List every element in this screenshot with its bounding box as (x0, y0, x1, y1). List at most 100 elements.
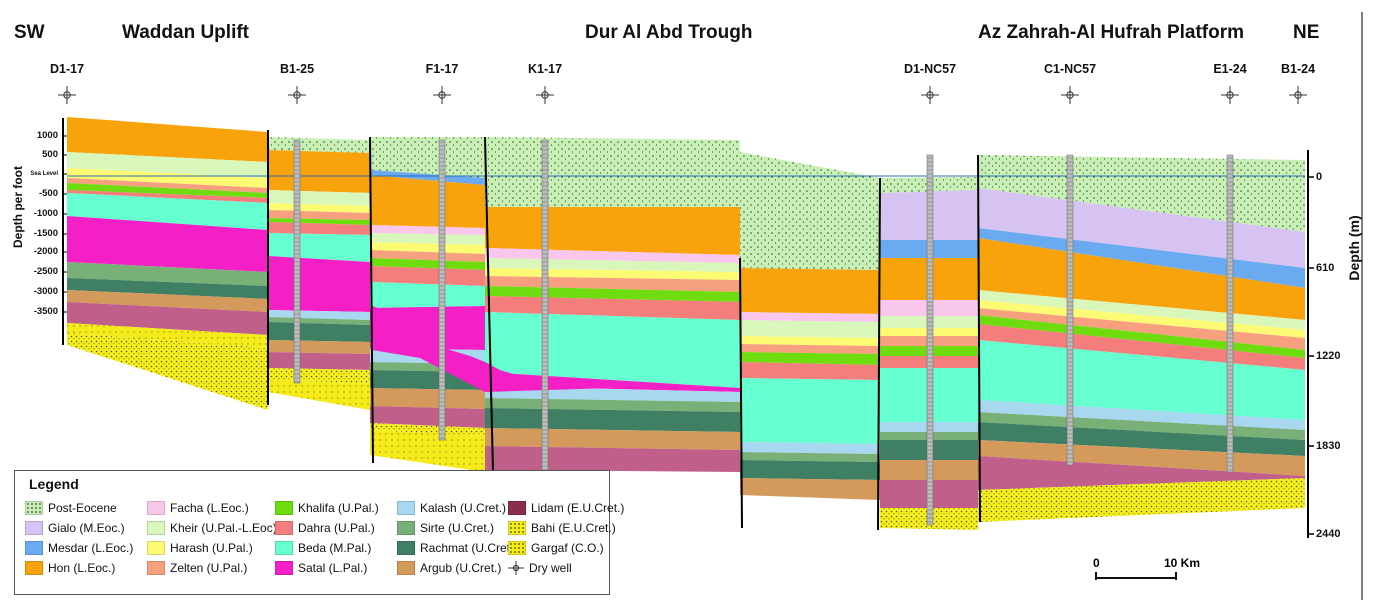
layer-dahra (370, 266, 485, 286)
legend-swatch (25, 561, 43, 575)
layer-kalash (268, 310, 370, 320)
legend-swatch (397, 541, 415, 555)
layer-zelten (740, 344, 880, 354)
block-trough (740, 152, 880, 500)
legend-swatch (397, 501, 415, 515)
legend-label: Hon (L.Eoc.) (48, 561, 116, 575)
well-label-d1-nc57: D1-NC57 (903, 62, 957, 76)
well-label-b1-24: B1-24 (1280, 62, 1316, 76)
layer-beda (978, 340, 1305, 420)
dry-well-icon (58, 86, 76, 104)
layer-lidam (268, 352, 370, 370)
layer-dahra (740, 362, 880, 380)
layer-argub (485, 428, 740, 450)
waddan-uplift-title: Waddan Uplift (122, 22, 249, 43)
layer-harash (67, 168, 268, 188)
layer-rachmat (978, 422, 1305, 456)
layer-beda (740, 378, 880, 444)
fault-line (484, 136, 494, 473)
legend-label: Rachmat (U.Cret.) (420, 541, 518, 555)
legend-swatch (25, 521, 43, 535)
layer-harash (740, 336, 880, 346)
layer-postEocene (370, 137, 485, 178)
legend-item: Harash (U.Pal.) (147, 541, 253, 555)
fault-line (369, 136, 374, 464)
layer-kheir (67, 152, 268, 178)
well-label-b1-25: B1-25 (279, 62, 315, 76)
layer-argub (268, 340, 370, 354)
layer-zelten (67, 178, 268, 193)
legend-label: Facha (L.Eoc.) (170, 501, 249, 515)
layer-argub (67, 290, 268, 312)
legend-label: Satal (L.Pal.) (298, 561, 368, 575)
legend-label: Beda (M.Pal.) (298, 541, 372, 555)
layer-bahi (67, 333, 268, 410)
legend-swatch (275, 541, 293, 555)
legend-item: Argub (U.Cret.) (397, 561, 501, 575)
wellbore (541, 139, 549, 471)
legend-label: Gargaf (C.O.) (531, 541, 604, 555)
legend-label: Zelten (U.Pal.) (170, 561, 248, 575)
layer-mesdar (978, 228, 1305, 288)
layer-argub (370, 388, 485, 409)
layer-kheir (370, 233, 485, 245)
left-axis-tick-label: -3000 (33, 286, 58, 297)
layer-beda (268, 233, 370, 262)
left-axis-tick-label: -1000 (33, 208, 58, 219)
left-axis-tick-label: Sea Level (30, 171, 58, 177)
layer-mesdar (370, 170, 485, 185)
legend-swatch (25, 541, 43, 555)
wellbore (293, 139, 301, 384)
fault-line (977, 154, 981, 523)
dry-well-icon (1221, 86, 1239, 104)
az-zahrah-platform-title: Az Zahrah-Al Hufrah Platform (978, 22, 1245, 43)
legend-label: Kheir (U.Pal.-L.Eoc) (170, 521, 277, 535)
dry-well-icon (288, 86, 306, 104)
layer-bahi (978, 478, 1305, 522)
right-axis-tick-label: 1220 (1316, 350, 1341, 362)
legend-item: Dry well (508, 561, 572, 575)
layer-lidam (485, 446, 740, 472)
legend-swatch (275, 561, 293, 575)
layer-rachmat (740, 460, 880, 480)
layer-satal (67, 216, 268, 272)
legend-item: Sirte (U.Cret.) (397, 521, 494, 535)
left-axis-tick-label: 1000 (36, 130, 58, 141)
dry-well-icon (1061, 86, 1079, 104)
layer-zelten (978, 308, 1305, 350)
layer-lidam (978, 456, 1305, 490)
legend-item: Zelten (U.Pal.) (147, 561, 247, 575)
layer-hon (67, 117, 268, 162)
dry-well-icon (1289, 86, 1307, 104)
dry-well-icon (508, 561, 524, 575)
legend-label: Harash (U.Pal.) (170, 541, 253, 555)
layer-rachmat (67, 278, 268, 299)
layer-khalifa (740, 352, 880, 365)
block-b1-25 (268, 137, 370, 410)
layer-beda (370, 282, 485, 308)
left-axis-tick-label: -1500 (33, 228, 58, 239)
layer-zelten (485, 276, 740, 292)
legend-item: Bahi (E.U.Cret.) (508, 521, 616, 535)
legend-label: Sirte (U.Cret.) (420, 521, 495, 535)
layer-lidam (370, 406, 485, 428)
legend-swatch (508, 501, 526, 515)
layer-facha (370, 225, 485, 235)
layer-argub (740, 478, 880, 500)
layer-bahi (370, 423, 485, 436)
layer-harash (268, 203, 370, 213)
layer-postEocene (485, 137, 740, 207)
layer-gargaf (370, 430, 485, 472)
layer-sirte (268, 317, 370, 325)
legend-label: Dahra (U.Pal.) (298, 521, 375, 535)
legend-item: Hon (L.Eoc.) (25, 561, 115, 575)
layer-satal (268, 256, 370, 312)
left-axis-label: Depth per foot (11, 166, 25, 248)
legend-swatch (147, 521, 165, 535)
legend-label: Post-Eocene (48, 501, 117, 515)
layer-sirte (978, 412, 1305, 440)
layer-kheir (485, 258, 740, 272)
layer-dahra (67, 190, 268, 203)
